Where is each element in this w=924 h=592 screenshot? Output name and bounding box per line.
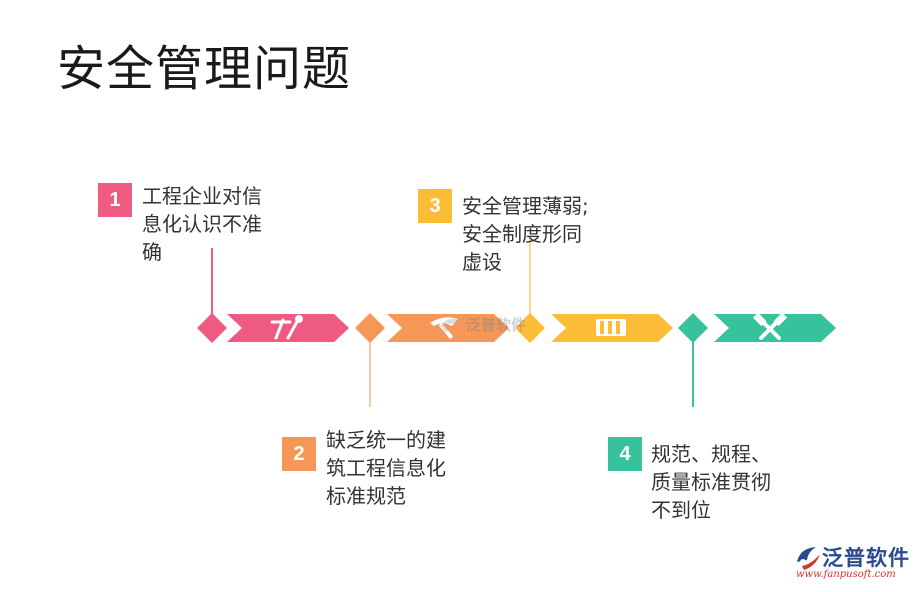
step-badge-4: 4 [608, 437, 642, 471]
watermark-logo-icon [440, 318, 460, 332]
brand-logo: 泛普软件 www.fanpusoft.com [794, 542, 918, 584]
milestone-diamond-3 [515, 313, 545, 343]
step-label-3: 安全管理薄弱; 安全制度形同 虚设 [462, 194, 589, 274]
arrow-segment-2 [387, 314, 509, 342]
milestone-diamond-2 [355, 313, 385, 343]
brand-url: www.fanpusoft.com [796, 569, 896, 580]
milestone-diamond-4 [678, 313, 708, 343]
step-badge-2: 2 [282, 437, 316, 471]
arrow-segment-4 [714, 314, 836, 342]
barrier-icon [596, 319, 626, 336]
watermark: 泛普软件 [438, 314, 526, 335]
hammer-icon [430, 317, 458, 340]
watermark-text: 泛普软件 [466, 316, 527, 334]
brand-name: 泛普软件 [822, 546, 910, 570]
hammer-wrench-icon [270, 315, 303, 340]
step-label-4: 规范、规程、 质量标准贯彻 不到位 [651, 442, 771, 522]
crossed-hammers-icon [752, 312, 788, 340]
step-badge-1: 1 [98, 183, 132, 217]
page-title: 安全管理问题 [57, 41, 352, 97]
step-label-2: 缺乏统一的建 筑工程信息化 标准规范 [326, 428, 446, 508]
milestone-diamond-1 [197, 313, 227, 343]
step-label-1: 工程企业对信 息化认识不准 确 [142, 184, 262, 264]
step-badge-3: 3 [418, 189, 452, 223]
arrow-segment-1 [227, 314, 349, 342]
brand-logo-icon [797, 547, 820, 570]
